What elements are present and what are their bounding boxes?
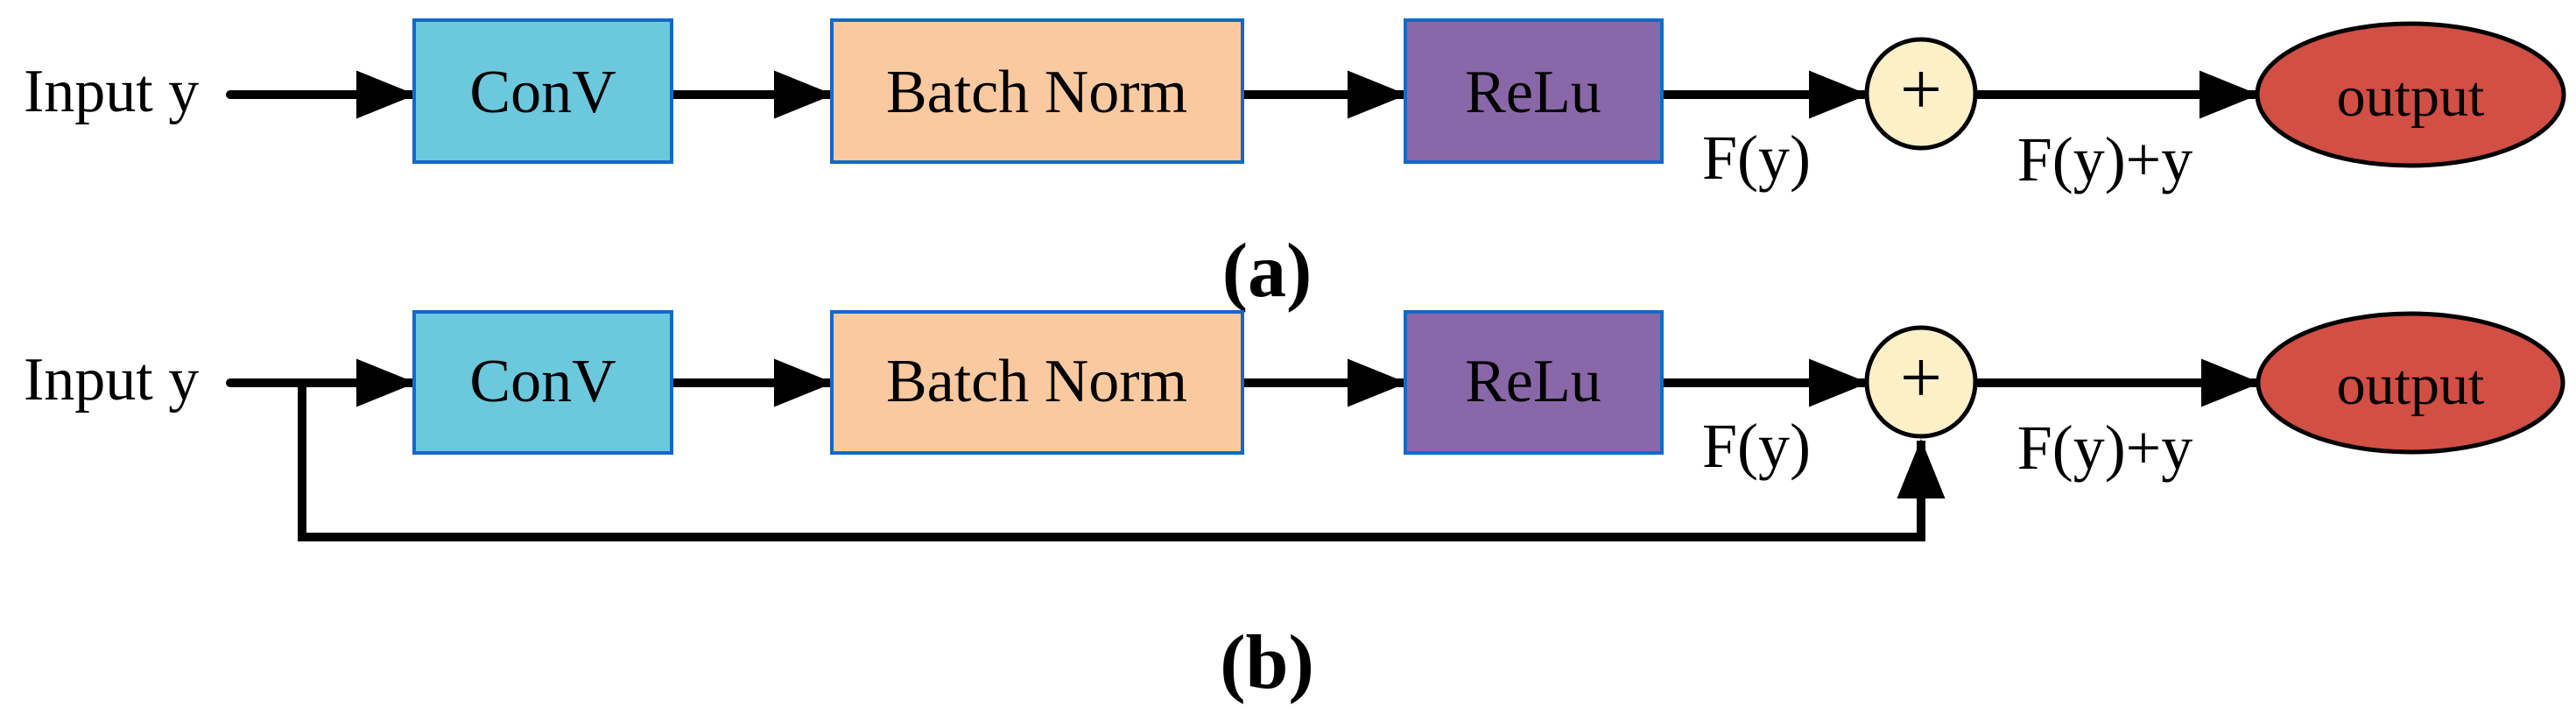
relu-label: ReLu <box>1465 59 1601 126</box>
input-label: Input y <box>24 58 199 125</box>
batchnorm-label: Batch Norm <box>886 348 1187 415</box>
output-node <box>2255 21 2566 168</box>
post-sum-label: F(y)+y <box>2017 124 2193 194</box>
diagram-b-labels: Input y ConV Batch Norm ReLu F(y) + F(y)… <box>24 336 2484 705</box>
diagram-a: Input y ConV Batch Norm ReLu F(y) + F(y)… <box>24 18 2566 314</box>
output-label: output <box>2337 65 2485 129</box>
relu-block <box>1404 310 1664 455</box>
sum-symbol: + <box>1900 336 1942 419</box>
sum-node <box>1864 325 1978 439</box>
conv-label: ConV <box>469 348 616 415</box>
pre-sum-label: F(y) <box>1702 411 1811 481</box>
sum-node <box>1864 37 1978 151</box>
caption-b: (b) <box>1220 620 1314 705</box>
diagram-b-nodes <box>412 310 2565 455</box>
relu-label: ReLu <box>1465 348 1601 415</box>
output-label: output <box>2337 353 2485 417</box>
caption-a: (a) <box>1222 229 1313 314</box>
relu-block <box>1404 18 1664 164</box>
batchnorm-label: Batch Norm <box>886 59 1187 126</box>
input-label: Input y <box>24 346 199 414</box>
diagram-b: Input y ConV Batch Norm ReLu F(y) + F(y)… <box>24 310 2565 705</box>
sum-symbol: + <box>1900 48 1942 131</box>
skip-connection <box>298 383 1946 541</box>
output-node <box>2256 311 2565 455</box>
conv-label: ConV <box>469 59 616 126</box>
pre-sum-label: F(y) <box>1702 123 1811 193</box>
conv-block <box>412 18 673 164</box>
conv-block <box>412 310 673 455</box>
diagram-a-labels: Input y ConV Batch Norm ReLu F(y) + F(y)… <box>24 48 2484 314</box>
diagram-b-connectors <box>226 358 2263 541</box>
diagram-a-nodes <box>412 18 2566 168</box>
batchnorm-block <box>830 310 1244 455</box>
batchnorm-block <box>830 18 1244 164</box>
post-sum-label: F(y)+y <box>2017 413 2193 483</box>
